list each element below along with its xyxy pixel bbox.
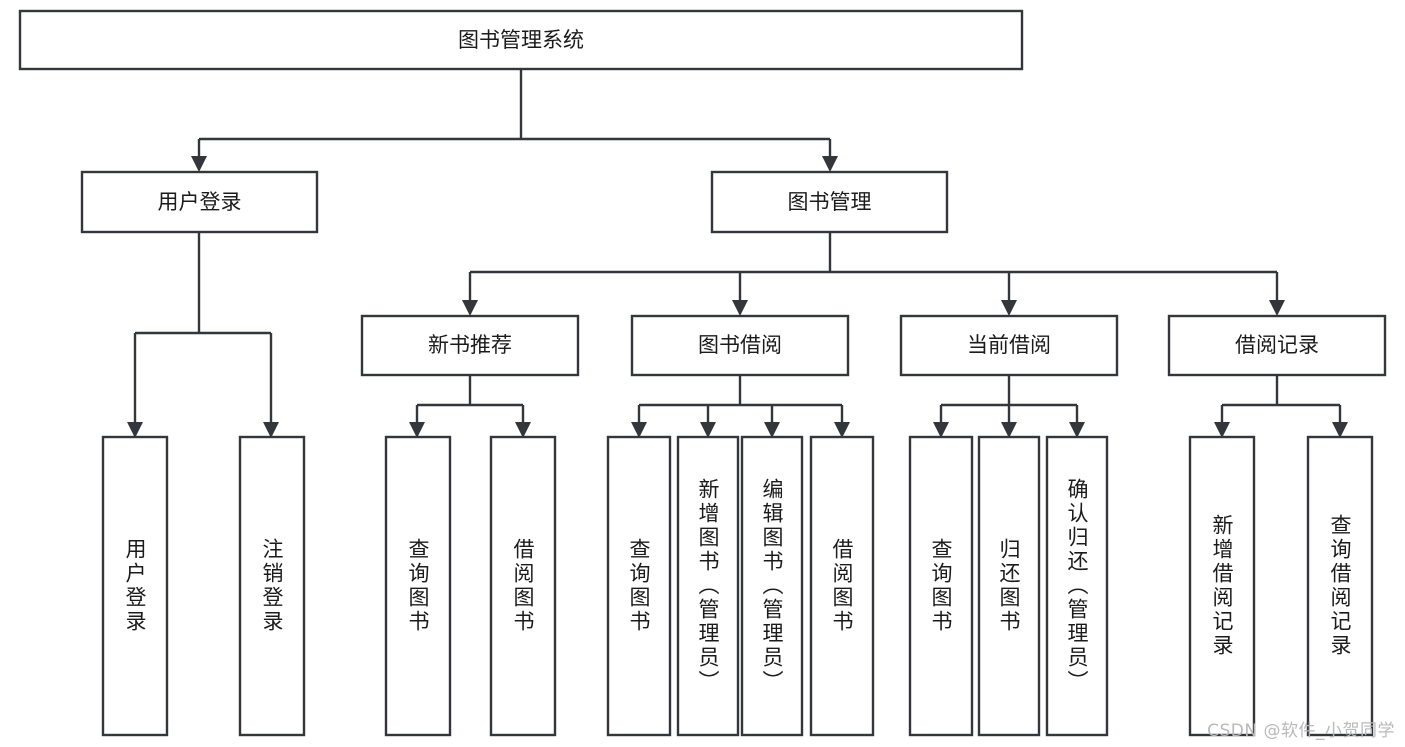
node-book-manage-rect[interactable]	[710, 170, 949, 234]
node-leaf-edit-book-label: 编辑图书（管理员）	[760, 478, 784, 694]
node-leaf-query-book-1[interactable]: 查询图书	[384, 435, 452, 737]
connector-group	[127, 69, 1348, 438]
node-leaf-user-logout-rect[interactable]	[238, 435, 306, 737]
node-leaf-query-record-rect[interactable]	[1306, 435, 1374, 737]
node-leaf-borrow-book-2-rect[interactable]	[809, 435, 875, 737]
node-current-borrow-label: 当前借阅	[967, 333, 1051, 357]
node-borrow-record[interactable]: 借阅记录	[1167, 314, 1387, 377]
csdn-watermark: CSDN @软件_小贺同学	[1207, 721, 1395, 741]
node-leaf-borrow-book-2-label: 借阅图书	[830, 538, 854, 634]
arrow-head-leaf-borrow-book-1	[515, 422, 531, 438]
node-leaf-query-book-2-label: 查询图书	[627, 538, 651, 634]
node-leaf-query-record-label: 查询借阅记录	[1328, 514, 1352, 658]
node-leaf-return-book[interactable]: 归还图书	[977, 435, 1041, 737]
node-leaf-user-login-rect[interactable]	[101, 435, 169, 737]
arrow-head-leaf-user-logout	[263, 422, 279, 438]
node-leaf-borrow-book-2[interactable]: 借阅图书	[809, 435, 875, 737]
arrow-head-book-manage	[822, 156, 838, 172]
node-root[interactable]: 图书管理系统	[18, 9, 1024, 71]
arrow-head-new-book-recommend	[462, 300, 478, 316]
arrow-head-leaf-add-book	[700, 422, 716, 438]
node-leaf-confirm-return-label: 确认归还（管理员）	[1065, 478, 1089, 694]
node-leaf-user-login[interactable]: 用户登录	[101, 435, 169, 737]
node-leaf-return-book-rect[interactable]	[977, 435, 1041, 737]
arrow-head-leaf-return-book	[1001, 422, 1017, 438]
arrow-head-leaf-query-book-2	[631, 422, 647, 438]
node-new-book-recommend-label: 新书推荐	[428, 333, 512, 357]
arrow-head-leaf-borrow-book-2	[834, 422, 850, 438]
node-leaf-borrow-book-1[interactable]: 借阅图书	[489, 435, 557, 737]
node-leaf-user-logout[interactable]: 注销登录	[238, 435, 306, 737]
node-leaf-query-record[interactable]: 查询借阅记录	[1306, 435, 1374, 737]
node-leaf-add-book-label: 新增图书（管理员）	[696, 478, 720, 694]
node-current-borrow[interactable]: 当前借阅	[899, 314, 1119, 377]
node-leaf-borrow-book-1-label: 借阅图书	[511, 538, 535, 634]
node-leaf-return-book-label: 归还图书	[997, 538, 1021, 634]
node-leaf-query-book-3-rect[interactable]	[908, 435, 974, 737]
arrow-head-leaf-query-book-1	[409, 422, 425, 438]
node-leaf-add-book-rect[interactable]	[676, 435, 740, 737]
node-leaf-edit-book[interactable]: 编辑图书（管理员）	[740, 435, 804, 737]
node-book-borrow-rect[interactable]	[630, 314, 850, 377]
node-current-borrow-rect[interactable]	[899, 314, 1119, 377]
arrow-head-user-login	[191, 156, 207, 172]
node-book-borrow-label: 图书借阅	[698, 333, 782, 357]
node-leaf-query-book-1-label: 查询图书	[406, 538, 430, 634]
node-user-login[interactable]: 用户登录	[80, 170, 319, 234]
arrow-head-book-borrow	[732, 300, 748, 316]
node-leaf-add-record-label: 新增借阅记录	[1210, 514, 1234, 658]
node-leaf-borrow-book-1-rect[interactable]	[489, 435, 557, 737]
node-new-book-recommend-rect[interactable]	[360, 314, 580, 377]
node-root-label: 图书管理系统	[458, 28, 584, 52]
node-leaf-query-book-3[interactable]: 查询图书	[908, 435, 974, 737]
node-leaf-confirm-return[interactable]: 确认归还（管理员）	[1045, 435, 1109, 737]
node-leaf-query-book-1-rect[interactable]	[384, 435, 452, 737]
node-leaf-query-book-2[interactable]: 查询图书	[606, 435, 672, 737]
arrow-head-borrow-record	[1269, 300, 1285, 316]
node-book-manage[interactable]: 图书管理	[710, 170, 949, 234]
node-root-rect[interactable]	[18, 9, 1024, 71]
arrow-head-leaf-query-book-3	[933, 422, 949, 438]
node-leaf-edit-book-rect[interactable]	[740, 435, 804, 737]
arrow-head-current-borrow	[1001, 300, 1017, 316]
node-leaf-query-book-2-rect[interactable]	[606, 435, 672, 737]
arrow-head-leaf-add-record	[1214, 422, 1230, 438]
node-leaf-add-book[interactable]: 新增图书（管理员）	[676, 435, 740, 737]
node-leaf-add-record[interactable]: 新增借阅记录	[1188, 435, 1256, 737]
node-borrow-record-label: 借阅记录	[1235, 333, 1319, 357]
node-leaf-user-logout-label: 注销登录	[260, 538, 284, 634]
arrow-head-leaf-user-login	[127, 422, 143, 438]
node-book-borrow[interactable]: 图书借阅	[630, 314, 850, 377]
arrow-head-leaf-query-record	[1332, 422, 1348, 438]
node-leaf-user-login-label: 用户登录	[123, 538, 147, 634]
node-leaf-query-book-3-label: 查询图书	[929, 538, 953, 634]
arrow-head-leaf-confirm-return	[1069, 422, 1085, 438]
node-user-login-label: 用户登录	[158, 190, 242, 214]
arrow-head-leaf-edit-book	[764, 422, 780, 438]
node-borrow-record-rect[interactable]	[1167, 314, 1387, 377]
node-book-manage-label: 图书管理	[788, 190, 872, 214]
node-user-login-rect[interactable]	[80, 170, 319, 234]
node-leaf-confirm-return-rect[interactable]	[1045, 435, 1109, 737]
node-new-book-recommend[interactable]: 新书推荐	[360, 314, 580, 377]
node-leaf-add-record-rect[interactable]	[1188, 435, 1256, 737]
